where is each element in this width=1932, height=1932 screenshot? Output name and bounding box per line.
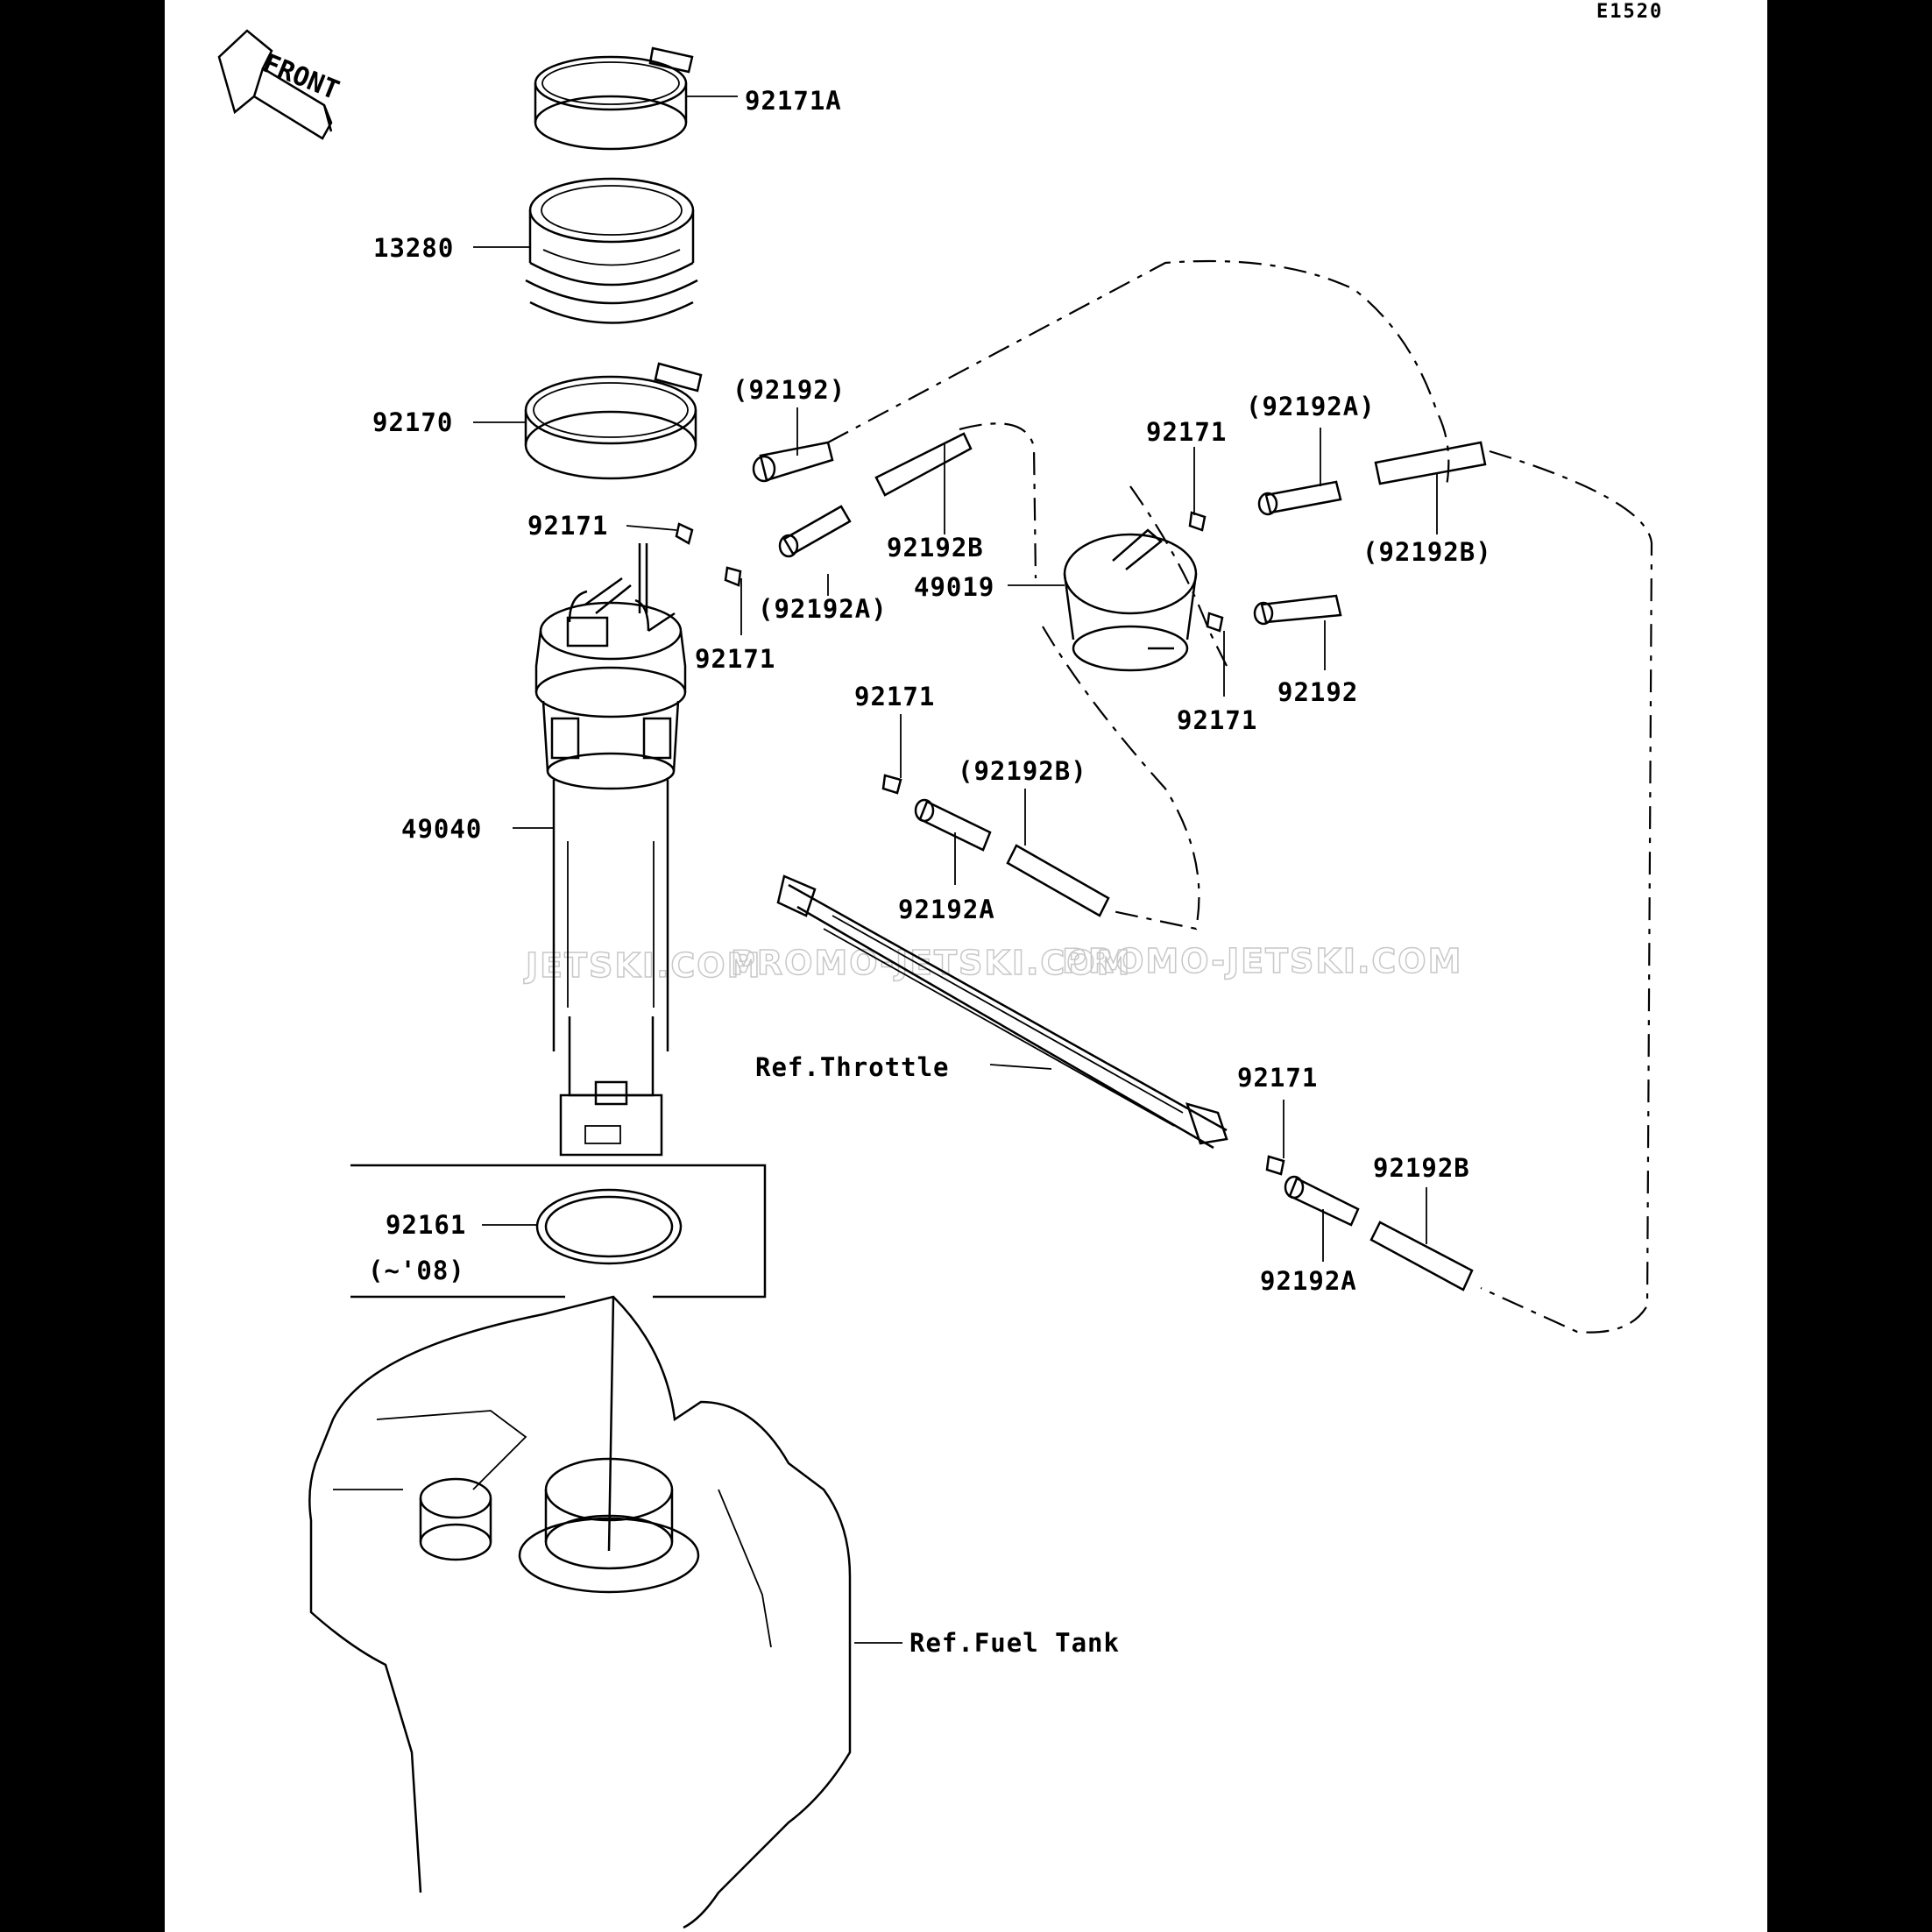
fuel-pump-assembly-49040 (534, 543, 687, 1157)
hose-92192a-filter (1257, 480, 1342, 516)
callout-92171-filter-top: 92171 (1146, 417, 1227, 447)
hose-92192a-lower (1284, 1175, 1360, 1227)
callout-49040: 49040 (401, 814, 482, 844)
callout-92161: 92161 (386, 1210, 466, 1240)
callout-92192-filter-bottom: 92192 (1277, 677, 1358, 707)
callout-92192a-lower: 92192A (1260, 1266, 1357, 1296)
routing-lines (827, 259, 1653, 1334)
hose-92192-top (752, 441, 834, 483)
callout-92171a: 92171A (745, 86, 842, 116)
clip-92171-filter-top (1188, 511, 1207, 532)
hose-92192a-mid (914, 798, 992, 852)
callout-49019: 49019 (914, 572, 994, 602)
callout-92171-left-1: 92171 (527, 511, 608, 541)
diagram-sheet (165, 0, 1767, 1932)
callout-92192a-left: (92192A) (758, 594, 888, 624)
callout-92192a-filter: (92192A) (1246, 392, 1376, 421)
hose-92192-filter-bottom (1253, 594, 1342, 626)
oring-92161-box (350, 1164, 767, 1299)
hose-clamp-92171a (534, 46, 694, 151)
fuel-filter-49019 (1063, 528, 1198, 672)
callout-92171-mid: 92171 (854, 682, 935, 711)
hose-clamp-92170 (524, 362, 703, 480)
hose-92192a-left (778, 505, 852, 558)
hose-92192b-lower-spring (1369, 1221, 1474, 1292)
callout-92171-lower-right: 92171 (1237, 1063, 1318, 1093)
diagram-code: E1520 (1596, 1, 1663, 23)
watermark-2: PROMO-JETSKI.COM (731, 944, 1131, 982)
watermark-1: JETSKI.COM (523, 946, 761, 985)
callout-92171-filter-bottom: 92171 (1177, 705, 1257, 735)
callout-92192b-lower: 92192B (1373, 1153, 1470, 1183)
rubber-boot-13280 (525, 177, 698, 324)
throttle-rail (776, 874, 1228, 1150)
leader-lines (473, 96, 1438, 1644)
callout-92170: 92170 (372, 407, 453, 437)
callout-92171-left-2: 92171 (695, 644, 775, 674)
hose-92192b-filter-spring (1374, 441, 1487, 485)
front-arrow-icon: FRONT (217, 29, 343, 140)
clip-92171-left-2 (724, 566, 742, 587)
watermark-3: PROMO-JETSKI.COM (1062, 942, 1462, 980)
clip-92171-mid (881, 774, 902, 795)
fuel-tank (308, 1295, 852, 1929)
hose-92192b-left-spring (874, 432, 973, 497)
callout-92192-top: (92192) (732, 375, 846, 405)
clip-92171-left-1 (675, 522, 694, 545)
callout-13280: 13280 (373, 233, 454, 263)
callout-ref-fuel-tank: Ref.Fuel Tank (909, 1628, 1120, 1658)
front-label: FRONT (258, 48, 343, 106)
callout-92192b-left: 92192B (887, 533, 984, 563)
clip-92171-filter-bottom (1206, 612, 1224, 633)
callout-oring-note: (~'08) (368, 1256, 465, 1285)
callout-92192a-mid: 92192A (898, 895, 995, 924)
callout-92192b-mid: (92192B) (958, 756, 1087, 786)
hose-92192b-mid-spring (1006, 844, 1110, 917)
clip-92171-lower-right (1265, 1155, 1285, 1176)
callout-92192b-filter: (92192B) (1362, 537, 1492, 567)
callout-ref-throttle: Ref.Throttle (755, 1052, 950, 1082)
